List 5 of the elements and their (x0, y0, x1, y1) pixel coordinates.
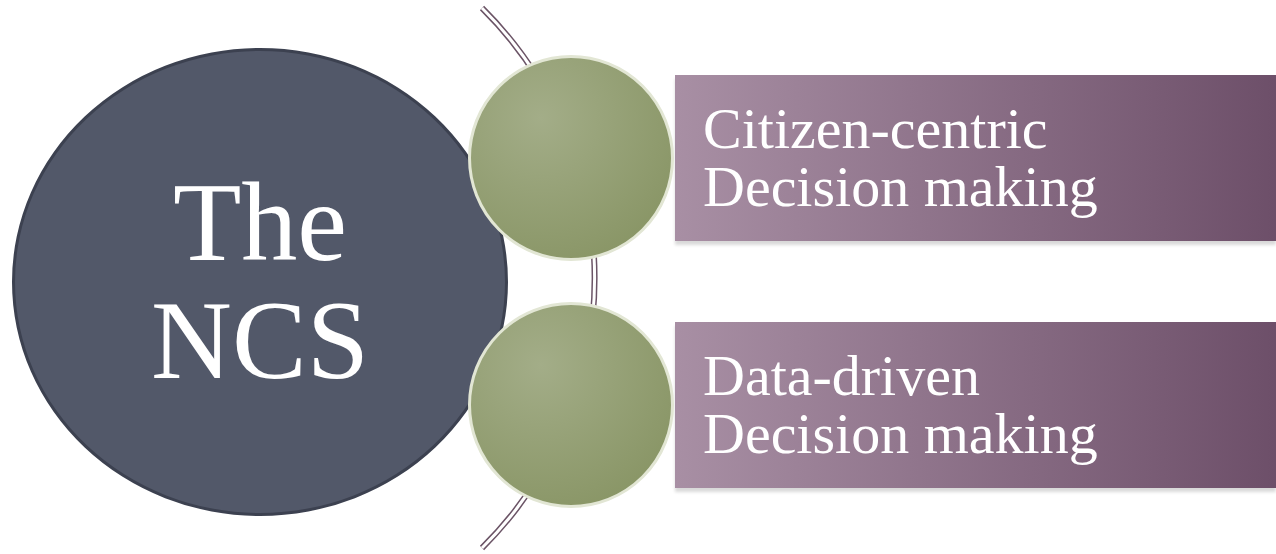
banner-label: Data-driven Decision making (703, 347, 1099, 463)
banner-bar (675, 75, 1276, 241)
hub-label: The NCS (150, 164, 370, 400)
banner-bar (675, 322, 1276, 488)
banner-label: Citizen-centric Decision making (703, 100, 1099, 216)
